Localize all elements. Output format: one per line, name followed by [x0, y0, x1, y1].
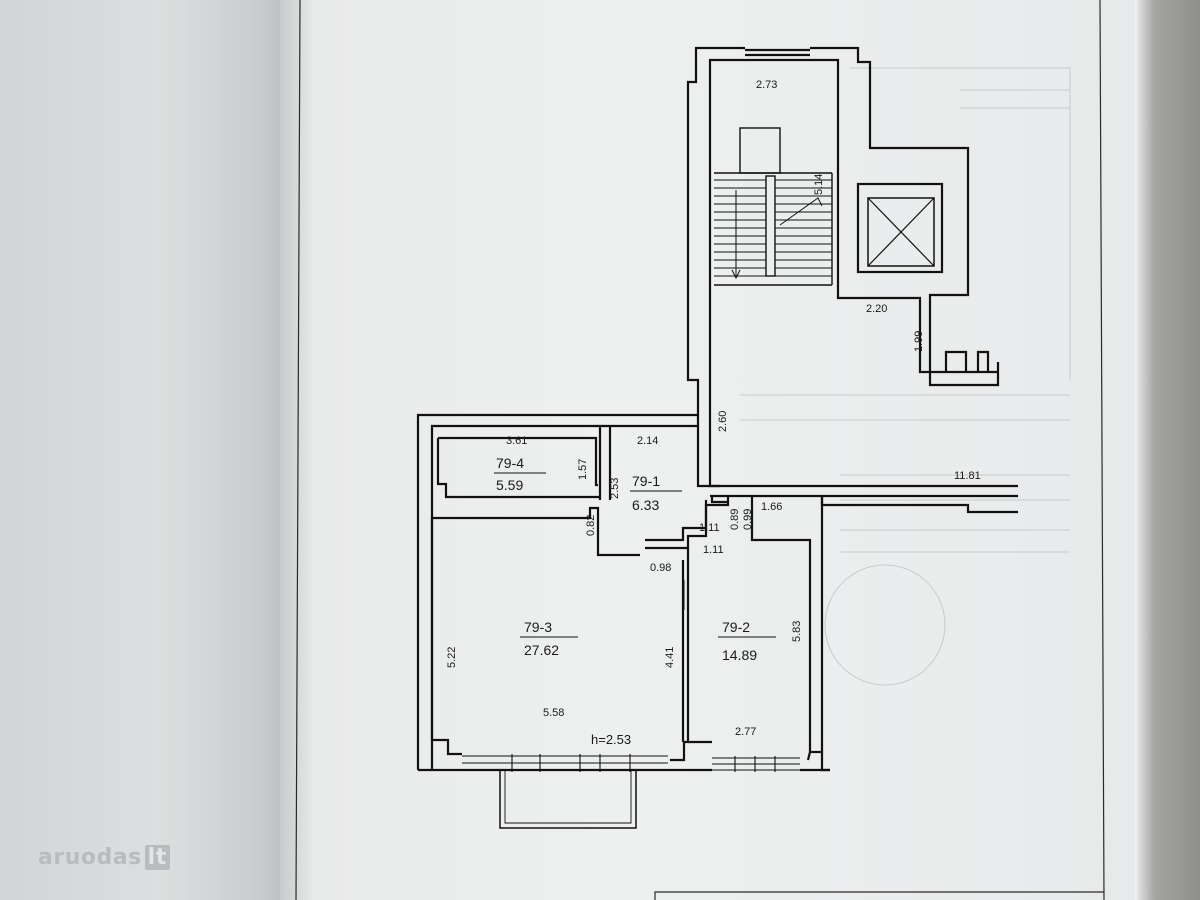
room-labels: 79-4 5.59 79-1 6.33 79-3 27.62 79-2 14.8… — [494, 455, 776, 663]
dimension-labels: 2.73 5.14 2.20 1.99 2.60 11.81 3.61 1.57… — [446, 79, 981, 747]
dim-stair-length: 5.14 — [813, 174, 825, 195]
room-79-3-id: 79-3 — [524, 619, 552, 635]
dim-r794-width: 3.61 — [506, 435, 527, 447]
room-79-1-area: 6.33 — [632, 497, 659, 513]
room-79-2-area: 14.89 — [722, 647, 757, 663]
dim-r792-width: 2.77 — [735, 726, 756, 738]
dim-r792-top-width: 1.66 — [761, 501, 782, 513]
room-79-2-id: 79-2 — [722, 619, 750, 635]
dim-hall-c: 0.99 — [742, 509, 754, 530]
walls — [416, 46, 1018, 772]
windows — [462, 754, 800, 829]
dim-r791-niche: 0.82 — [585, 515, 597, 536]
dim-hall-b: 0.89 — [729, 509, 741, 530]
dim-stair-top-width: 2.73 — [756, 79, 777, 91]
dim-corridor-depth: 1.99 — [913, 331, 925, 352]
dim-r793-height: 5.22 — [446, 647, 458, 668]
dim-elevator-width: 2.20 — [866, 303, 887, 315]
ceiling-height: h=2.53 — [591, 732, 631, 747]
watermark-brand: aruodas — [38, 845, 142, 870]
dim-hall-a: 1.11 — [699, 522, 720, 534]
dim-r792-height: 5.83 — [791, 621, 803, 642]
dim-r791-depth: 2.53 — [609, 478, 621, 499]
dim-total-length: 11.81 — [954, 470, 981, 482]
stair-arrow — [731, 190, 823, 280]
dim-hall-d: 1.11 — [703, 544, 724, 556]
right-book-page — [280, 0, 1145, 900]
room-79-1-id: 79-1 — [632, 473, 660, 489]
dim-corridor-span: 2.60 — [717, 411, 729, 432]
bleed-through-lines — [740, 67, 1071, 686]
dim-r791-bottom: 0.98 — [650, 562, 671, 574]
dim-r793-width: 5.58 — [543, 707, 564, 719]
room-79-4-area: 5.59 — [496, 477, 523, 493]
room-79-4-id: 79-4 — [496, 455, 524, 471]
room-79-3-area: 27.62 — [524, 642, 559, 658]
page-frame — [295, 0, 1105, 900]
left-book-page — [0, 0, 292, 900]
dim-r793-inner: 4.41 — [664, 647, 676, 668]
dim-r791-width: 2.14 — [637, 435, 658, 447]
dim-r794-depth: 1.57 — [577, 459, 589, 480]
page-stack-edge — [1135, 0, 1200, 900]
stair-treads — [714, 179, 832, 277]
watermark-tld: lt — [144, 845, 170, 870]
